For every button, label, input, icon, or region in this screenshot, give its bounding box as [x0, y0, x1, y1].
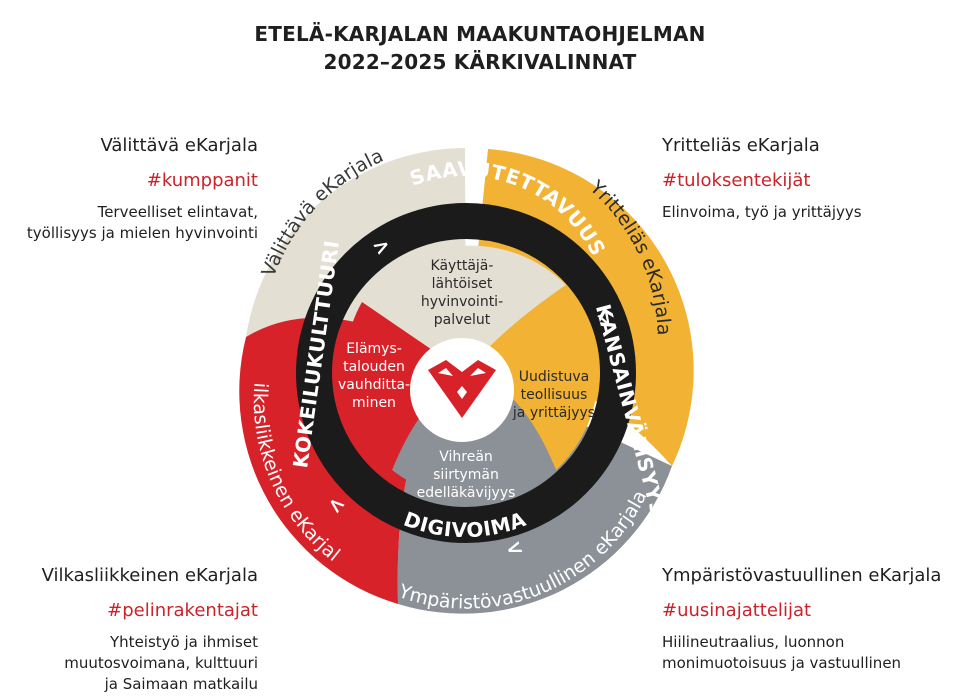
corner-hashtag: #uusinajattelijat	[662, 600, 812, 621]
desc-line: työllisyys ja mielen hyvinvointi	[26, 224, 258, 242]
corner-name: Välittävä eKarjala	[100, 135, 258, 156]
corner-bottom-right: Ympäristövastuullinen eKarjala #uusinaja…	[662, 565, 960, 674]
corner-description: Elinvoima, työ ja yrittäjyys	[662, 202, 960, 223]
desc-line: Terveelliset elintavat,	[97, 203, 258, 221]
inner-text-right: Uudistuva teollisuus ja yrittäjyys	[512, 369, 595, 421]
corner-description: Hiilineutraalius, luonnon monimuotoisuus…	[662, 632, 960, 674]
svg-text:minen: minen	[352, 395, 396, 411]
desc-line: monimuotoisuus ja vastuullinen	[662, 654, 902, 672]
inner-quadrant-top	[362, 245, 566, 373]
inner-text-left: Elämys- talouden vauhditta- minen	[338, 341, 410, 411]
desc-line: muutosvoimana, kulttuuri	[64, 654, 258, 672]
corner-top-left: Välittävä eKarjala #kumppanit Terveellis…	[0, 135, 258, 244]
svg-text:vauhditta-: vauhditta-	[338, 377, 410, 393]
corner-hashtag: #kumppanit	[146, 170, 258, 191]
corner-hashtag: #pelinrakentajat	[107, 600, 258, 621]
inner-text-bottom: Vihreän siirtymän edelläkävijyys	[417, 449, 516, 501]
corner-description: Terveelliset elintavat, työllisyys ja mi…	[0, 202, 258, 244]
svg-text:Käyttäjä-: Käyttäjä-	[431, 258, 494, 274]
title-line-2: 2022–2025 KÄRKIVALINNAT	[323, 50, 637, 74]
svg-text:palvelut: palvelut	[434, 312, 491, 328]
svg-text:lähtöiset: lähtöiset	[432, 276, 493, 292]
svg-text:Uudistuva: Uudistuva	[519, 369, 589, 385]
corner-name: Ympäristövastuullinen eKarjala	[662, 565, 942, 586]
svg-text:edelläkävijyys: edelläkävijyys	[417, 485, 516, 501]
corner-top-right: Yritteliäs eKarjala #tuloksentekijät Eli…	[662, 135, 960, 223]
svg-text:teollisuus: teollisuus	[521, 387, 588, 403]
corner-bottom-left: Vilkasliikkeinen eKarjala #pelinrakentaj…	[0, 565, 258, 695]
svg-text:talouden: talouden	[343, 359, 405, 375]
svg-text:siirtymän: siirtymän	[433, 467, 499, 483]
corner-name: Yritteliäs eKarjala	[662, 135, 820, 156]
desc-line: ja Saimaan matkailu	[104, 675, 258, 693]
svg-text:ja yrittäjyys: ja yrittäjyys	[512, 405, 595, 421]
corner-hashtag: #tuloksentekijät	[662, 170, 811, 191]
heart-logo-icon	[410, 338, 514, 442]
inner-quadrant-right	[466, 285, 599, 470]
desc-line: Yhteistyö ja ihmiset	[110, 633, 258, 651]
svg-text:Vihreän: Vihreän	[439, 449, 493, 465]
corner-description: Yhteistyö ja ihmiset muutosvoimana, kult…	[0, 632, 258, 695]
inner-text-top: Käyttäjä- lähtöiset hyvinvointi- palvelu…	[421, 258, 503, 328]
svg-text:Elämys-: Elämys-	[346, 341, 402, 357]
desc-line: Hiilineutraalius, luonnon	[662, 633, 845, 651]
desc-line: Elinvoima, työ ja yrittäjyys	[662, 203, 862, 221]
corner-name: Vilkasliikkeinen eKarjala	[41, 565, 258, 586]
black-ring	[296, 203, 636, 543]
title-line-1: ETELÄ-KARJALAN MAAKUNTAOHJELMAN	[254, 22, 706, 46]
inner-quadrant-left	[344, 302, 466, 470]
svg-text:hyvinvointi-: hyvinvointi-	[421, 294, 503, 310]
